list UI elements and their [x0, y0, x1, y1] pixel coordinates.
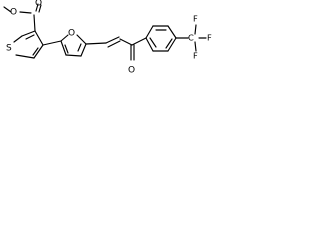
- ester-carbonyl-oxygen-label: O: [35, 0, 42, 9]
- furan-oxygen-label: O: [68, 29, 75, 39]
- benzene-bond-right-top: [167, 25, 177, 39]
- right-fluorine-label: F: [207, 33, 212, 43]
- furan-bond-left-bottom: [60, 40, 67, 56]
- furan-bond-bottom: [65, 54, 82, 57]
- cf3-top-fluorine-bond: [194, 24, 197, 35]
- trifluoromethyl-carbon-label: C: [188, 33, 194, 43]
- benzene-bond-left-top: [145, 25, 154, 39]
- benzene-bond-left-bottom: [145, 37, 154, 52]
- thiophene-ring: S: [6, 30, 44, 59]
- benzene-bond-right-bottom: [167, 37, 177, 52]
- enone-linker: O: [85, 36, 147, 76]
- ester-to-thiophene-bond: [33, 14, 36, 32]
- furan-ring: O: [42, 29, 87, 57]
- furan-bond-right-oxygen: [76, 34, 87, 45]
- carbonyl-to-benzene-bond: [131, 37, 147, 46]
- methyl-bond: [3, 6, 12, 13]
- furan-bond-oxygen-left: [60, 34, 69, 42]
- furan-double-bond-bottom-left: [64, 44, 69, 54]
- ester-carbonyl-double-bond-left: [35, 3, 39, 12]
- thiophene-double-bond-bottom: [32, 47, 39, 56]
- ester-carbonyl-double-bond-right: [38, 4, 42, 13]
- furan-double-bond-right: [77, 43, 82, 52]
- thiophene-sulfur-label: S: [6, 44, 12, 54]
- vinyl-double-bond-b: [107, 40, 121, 48]
- thiophene-double-bond-top: [25, 34, 35, 40]
- thiophene-bond-sulfur-left: [13, 35, 23, 43]
- thiophene-bond-top-left: [21, 30, 36, 37]
- thiophene-bond-bottom-left: [15, 54, 35, 59]
- cf3-bottom-fluorine-bond: [194, 41, 197, 52]
- benzene-double-bond-right: [165, 38, 173, 49]
- bottom-fluorine-label: F: [193, 51, 198, 61]
- vinyl-double-bond-a: [105, 36, 120, 44]
- methoxy-bond: [19, 11, 32, 14]
- top-fluorine-label: F: [193, 14, 198, 24]
- trifluoromethyl-group: C F F F: [175, 14, 212, 61]
- methyl-ester-group: O O: [3, 0, 42, 32]
- thiophene-to-furan-bond: [42, 40, 62, 46]
- benzene-double-bond-left: [149, 37, 157, 48]
- vinyl-to-carbonyl-bond: [119, 38, 133, 46]
- molecule-structure-diagram: O O S O: [3, 0, 212, 76]
- furan-bond-bottom-right: [80, 43, 87, 57]
- para-substituted-benzene-ring: [145, 25, 177, 52]
- chemical-structure-canvas: O O S O: [0, 0, 224, 107]
- thiophene-bond-top-right: [34, 30, 44, 46]
- ketone-oxygen-label: O: [128, 66, 135, 76]
- methoxy-oxygen-label: O: [10, 8, 17, 18]
- thiophene-bond-right-bottom: [33, 44, 44, 59]
- furan-to-vinyl-bond: [85, 42, 107, 45]
